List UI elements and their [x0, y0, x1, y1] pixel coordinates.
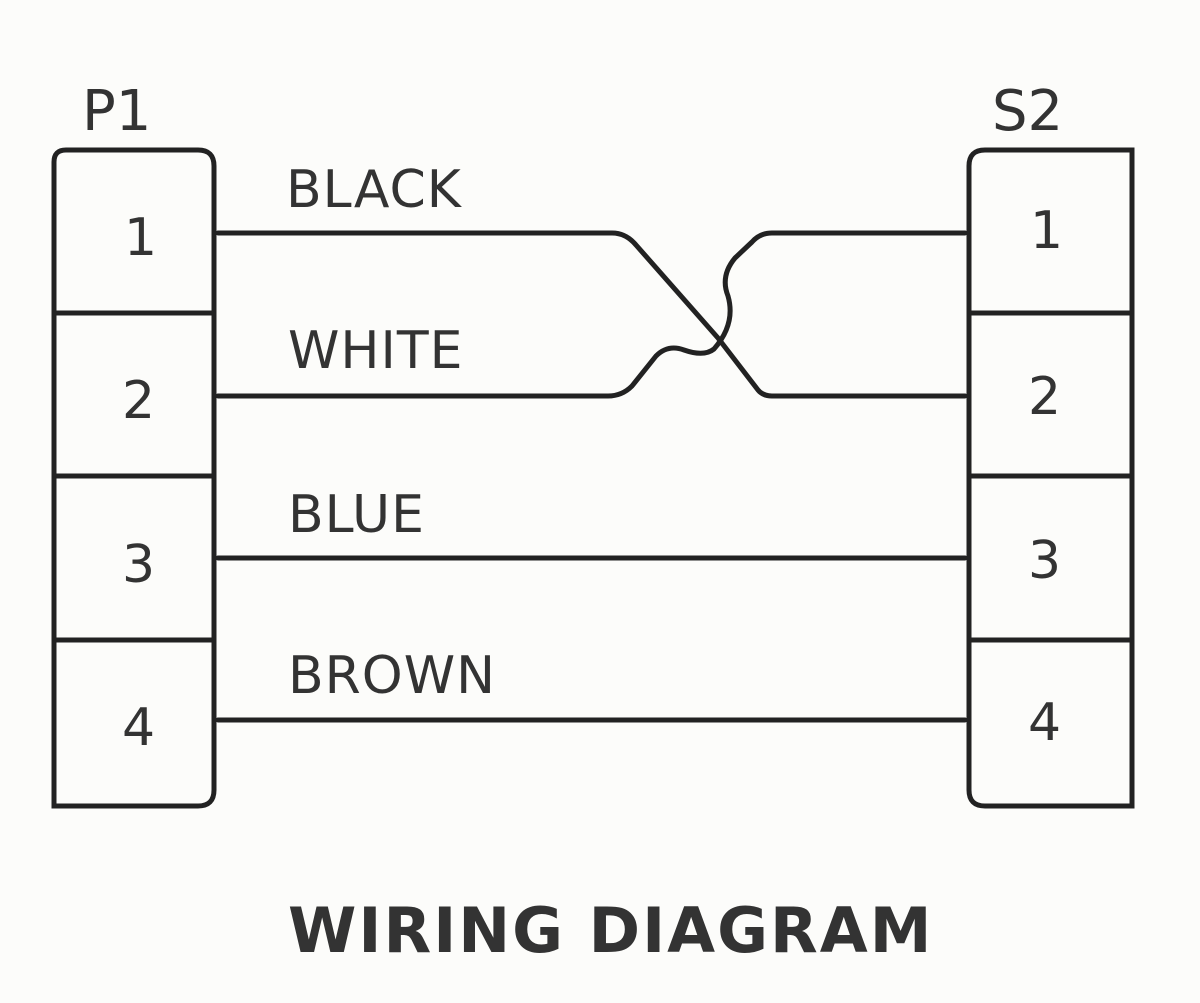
left-connector-label: P1	[82, 79, 151, 144]
left-pin-2-label: 2	[122, 371, 155, 431]
left-pin-4-label: 4	[122, 698, 155, 758]
wire-label-white: WHITE	[288, 321, 463, 381]
right-pin-1-label: 1	[1030, 201, 1063, 261]
left-connector-p1: 1 2 3 4	[51, 147, 217, 809]
right-connector-label: S2	[992, 79, 1063, 144]
wire-white	[215, 230, 968, 399]
wire-black	[215, 230, 968, 399]
wire-label-brown: BROWN	[288, 646, 496, 706]
wire-label-black: BLACK	[286, 160, 463, 220]
right-connector-s2: 1 2 3 4	[966, 147, 1135, 809]
left-pin-1-label: 1	[124, 208, 157, 268]
wires	[215, 230, 968, 723]
right-pin-4-label: 4	[1028, 693, 1061, 753]
left-connector-body	[51, 147, 217, 809]
right-pin-3-label: 3	[1028, 531, 1061, 591]
right-pin-2-label: 2	[1028, 367, 1061, 427]
right-connector-body	[966, 147, 1135, 809]
wire-label-blue: BLUE	[288, 485, 425, 545]
left-pin-3-label: 3	[122, 535, 155, 595]
diagram-title: WIRING DIAGRAM	[288, 894, 933, 967]
